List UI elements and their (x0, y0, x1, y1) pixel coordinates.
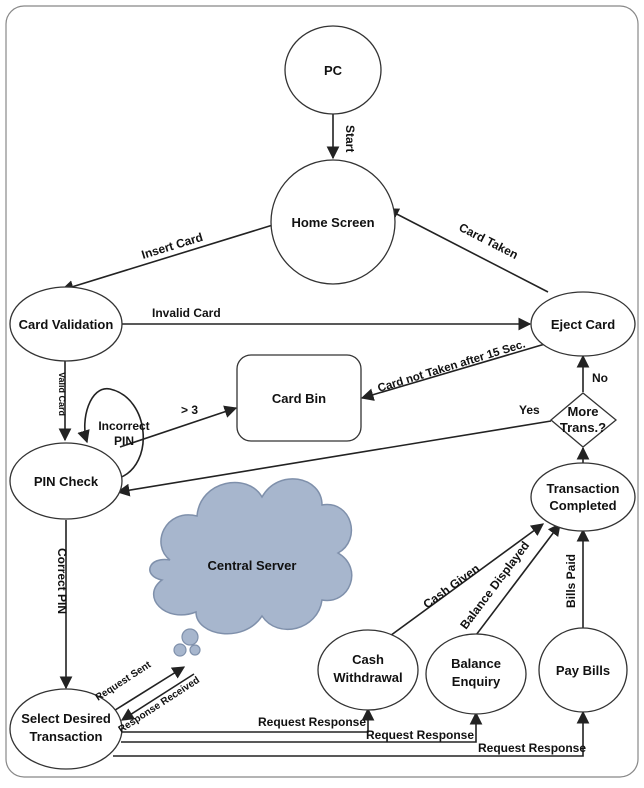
edge-cash-given (367, 523, 545, 653)
edge-incorrect-pin-loop (77, 388, 145, 479)
node-pc-label: PC (324, 63, 343, 78)
node-pay-bills: Pay Bills (538, 627, 628, 713)
node-central-server-label: Central Server (208, 558, 297, 573)
node-pay-bills-label: Pay Bills (556, 663, 610, 678)
node-select-desired-transaction: Select Desired Transaction (9, 688, 123, 770)
node-pin-check-label: PIN Check (34, 474, 99, 489)
node-select-desired-transaction-label-1: Select Desired (21, 711, 111, 726)
label-greater-than-3: > 3 (181, 403, 198, 417)
node-balance-enquiry-label-2: Enquiry (452, 674, 501, 689)
node-balance-enquiry: Balance Enquiry (425, 633, 527, 715)
edge-request-sent (111, 666, 186, 713)
node-select-desired-transaction-label-2: Transaction (30, 729, 103, 744)
central-server-cloud (149, 478, 353, 635)
label-bills-paid: Bills Paid (564, 554, 578, 608)
node-central-server: Central Server (149, 478, 353, 657)
node-transaction-completed-label-2: Completed (549, 498, 616, 513)
cloud-bubble-1 (181, 628, 199, 646)
node-cash-withdrawal-label-1: Cash (352, 652, 384, 667)
node-more-trans-label-2: Trans.? (560, 420, 606, 435)
node-more-trans-label-1: More (567, 404, 598, 419)
cloud-bubble-3 (189, 644, 201, 656)
node-transaction-completed-label-1: Transaction (547, 481, 620, 496)
node-card-bin-label: Card Bin (272, 391, 326, 406)
label-request-response-bills: Request Response (478, 741, 586, 755)
edge-card-taken (385, 208, 549, 293)
label-invalid-card: Invalid Card (152, 306, 221, 320)
node-card-validation: Card Validation (9, 286, 123, 362)
node-eject-card: Eject Card (530, 291, 636, 357)
edge-request-response-bills (113, 710, 590, 757)
nodes: PC Home Screen Card Validation Eject Car… (9, 25, 636, 770)
edges (58, 114, 590, 757)
edge-balance-displayed (469, 522, 561, 644)
label-valid-card: Valid Card (57, 372, 67, 416)
edge-card-not-taken (360, 343, 546, 401)
edge-insert-card (60, 223, 277, 293)
label-correct-pin: Correct PIN (55, 548, 69, 614)
label-yes: Yes (519, 403, 540, 417)
node-card-validation-label: Card Validation (19, 317, 114, 332)
edge-response-received (120, 673, 195, 721)
node-balance-enquiry-label-1: Balance (451, 656, 501, 671)
node-transaction-completed: Transaction Completed (530, 462, 636, 532)
node-cash-withdrawal-label-2: Withdrawal (333, 670, 402, 685)
label-incorrect-pin-1: Incorrect (98, 419, 149, 433)
cloud-bubble-2 (173, 643, 187, 657)
node-eject-card-label: Eject Card (551, 317, 615, 332)
node-home-screen-label: Home Screen (291, 215, 374, 230)
node-cash-withdrawal: Cash Withdrawal (317, 629, 419, 711)
node-pc: PC (284, 25, 382, 115)
label-request-response-cash: Request Response (258, 715, 366, 729)
label-incorrect-pin-2: PIN (114, 434, 134, 448)
label-request-response-balance: Request Response (366, 728, 474, 742)
edge-to-card-bin (119, 405, 238, 448)
label-no: No (592, 371, 608, 385)
label-start: Start (343, 125, 357, 152)
node-home-screen: Home Screen (270, 159, 396, 285)
edge-request-response-balance (121, 711, 483, 743)
node-pin-check: PIN Check (9, 442, 123, 520)
edge-yes (116, 420, 552, 497)
edge-request-response-cash (121, 707, 375, 733)
node-card-bin: Card Bin (236, 354, 362, 442)
node-more-trans: More Trans.? (549, 392, 618, 448)
